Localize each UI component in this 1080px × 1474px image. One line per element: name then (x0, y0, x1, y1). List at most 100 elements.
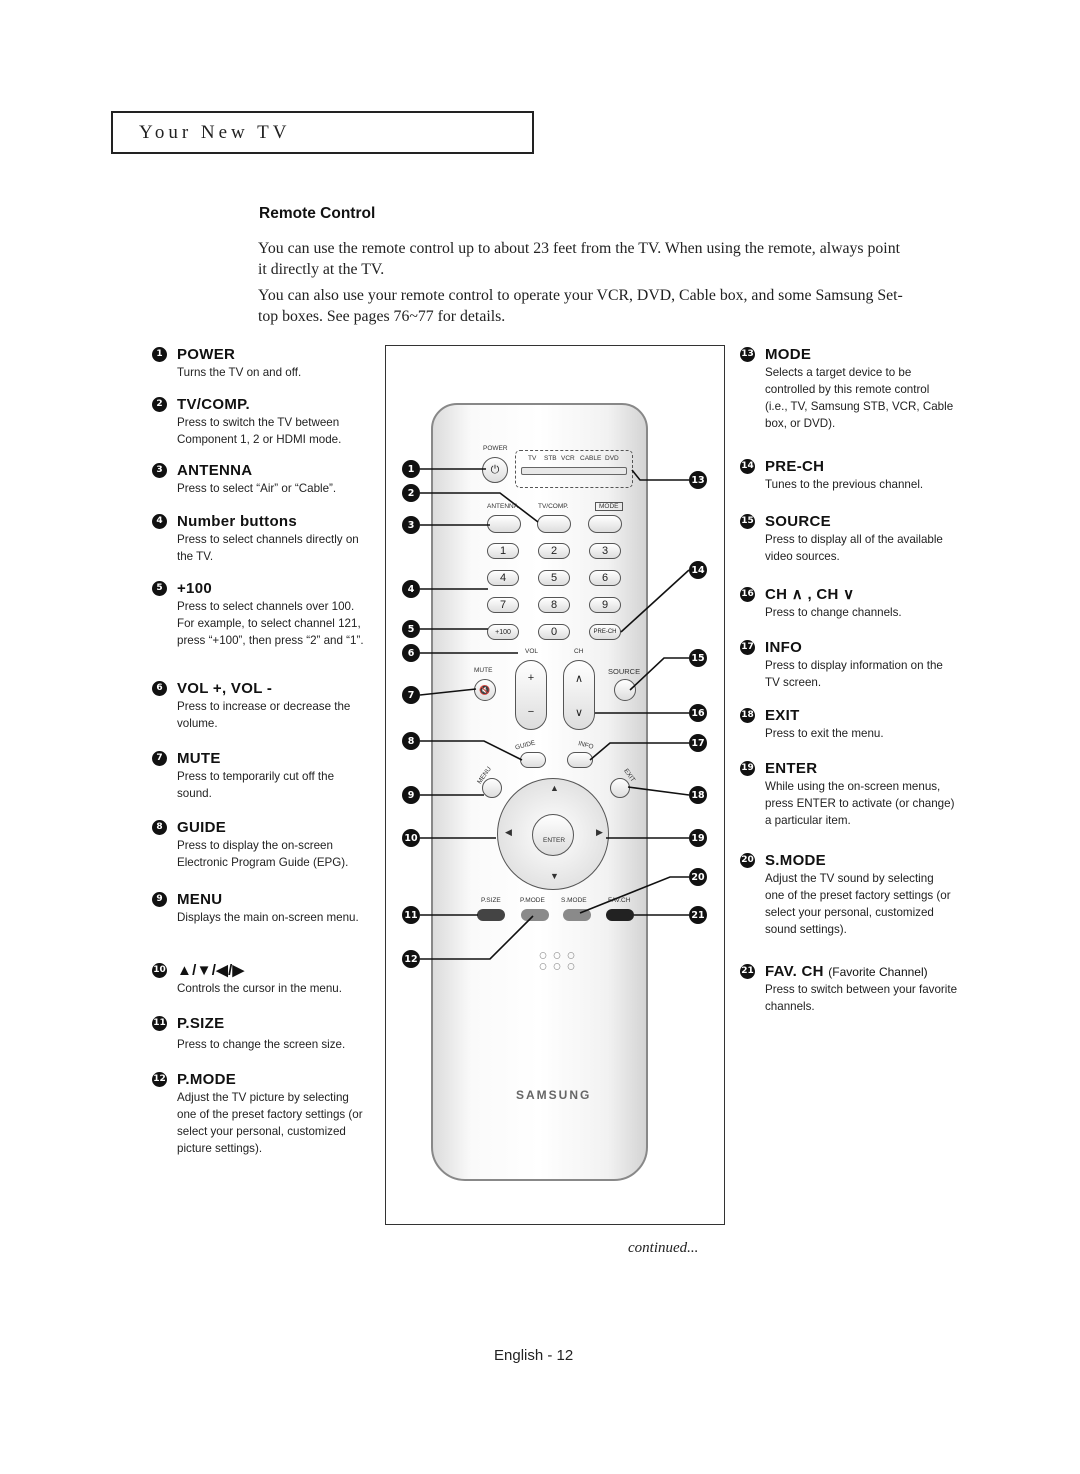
item-number: 10 (152, 962, 167, 978)
mute-button: 🔇 (474, 679, 496, 701)
item-number: 2 (152, 396, 167, 412)
digit-9-button: 9 (589, 597, 621, 613)
item-title: VOL +, VOL - (177, 679, 273, 697)
item-title: ENTER (765, 759, 818, 777)
item-title: MENU (177, 890, 223, 908)
item-description: Press to change the screen size. (177, 1038, 346, 1051)
item-info: 17 INFO Press to display information on t… (740, 637, 955, 691)
pmode-button (521, 909, 549, 921)
item-title: MODE (765, 345, 812, 363)
item-arrows: 10▲/▼/◀/▶ Controls the cursor in the men… (152, 960, 367, 997)
item-description: While using the on-screen menus, press E… (765, 780, 955, 827)
mode-label-tv: TV (528, 455, 537, 462)
mute-label: MUTE (474, 667, 493, 674)
item-title: GUIDE (177, 818, 227, 836)
item-description: Press to select channels directly on the… (177, 533, 359, 563)
antenna-button (487, 515, 521, 533)
item-title: P.MODE (177, 1070, 237, 1088)
digit-0-button: 0 (538, 624, 570, 640)
callout-20: 20 (689, 868, 707, 886)
page-footer: English - 12 (494, 1347, 574, 1364)
item-number: 20 (740, 852, 755, 868)
item-description: Press to select “Air” or “Cable”. (177, 482, 337, 495)
mode-panel (515, 450, 633, 488)
intro-paragraph-1: You can use the remote control up to abo… (258, 240, 900, 278)
vol-up-icon: + (527, 672, 535, 684)
item-description: Press to display information on the TV s… (765, 659, 943, 689)
mode-label-vcr: VCR (561, 455, 575, 462)
item-number: 14 (740, 458, 755, 474)
mode-label-stb: STB (544, 455, 557, 462)
item-description: Press to select channels over 100. For e… (177, 600, 364, 647)
item-title: INFO (765, 638, 803, 656)
section-title: Remote Control (259, 205, 376, 222)
digit-4-button: 4 (487, 570, 519, 586)
callout-12: 12 (402, 950, 420, 968)
item-title: +100 (177, 579, 212, 597)
item-vol: 6 VOL +, VOL - Press to increase or decre… (152, 678, 367, 732)
vol-label: VOL (525, 648, 539, 655)
plus100-button: +100 (487, 624, 519, 640)
left-arrow-icon: ◀ (505, 827, 512, 837)
item-description: Press to switch between your favorite ch… (765, 983, 958, 1013)
smode-label: S.MODE (561, 897, 587, 904)
callout-15: 15 (689, 649, 707, 667)
item-number: 6 (152, 680, 167, 696)
callout-16: 16 (689, 704, 707, 722)
digit-1-button: 1 (487, 543, 519, 559)
item-description: Tunes to the previous channel. (765, 478, 924, 491)
power-label: POWER (483, 445, 508, 452)
psize-button (477, 909, 505, 921)
item-description: Press to switch the TV between Component… (177, 416, 342, 446)
antenna-label: ANTENNA (487, 503, 519, 510)
guide-button (520, 752, 546, 768)
item-description: Press to change channels. (765, 606, 902, 619)
item-number: 18 (740, 707, 755, 723)
item-description: Press to increase or decrease the volume… (177, 700, 351, 730)
down-arrow-icon: ▼ (550, 871, 559, 881)
ch-label: CH (574, 648, 584, 655)
item-number: 9 (152, 891, 167, 907)
callout-6: 6 (402, 644, 420, 662)
brand-logo: SAMSUNG (516, 1088, 592, 1102)
header-box: Your New TV (111, 111, 534, 154)
item-title-text: FAV. CH (765, 962, 824, 980)
mode-button (588, 515, 622, 533)
item-number-buttons: 4 Number buttons Press to select channels… (152, 511, 367, 565)
item-description: Adjust the TV picture by selecting one o… (177, 1091, 363, 1155)
digit-3-button: 3 (589, 543, 621, 559)
item-number: 11 (152, 1015, 167, 1031)
item-title: MUTE (177, 749, 221, 767)
item-title-note: (Favorite Channel) (828, 964, 928, 979)
item-title: P.SIZE (177, 1014, 225, 1032)
ch-down-icon: ∨ (574, 706, 584, 719)
item-title: S.MODE (765, 851, 826, 869)
callout-4: 4 (402, 580, 420, 598)
item-title: Number buttons (177, 512, 298, 530)
item-description: Controls the cursor in the menu. (177, 982, 342, 995)
vol-down-icon: − (527, 706, 535, 718)
speaker-dots (536, 950, 576, 972)
info-button (567, 752, 593, 768)
favch-label: FAV.CH (608, 897, 631, 904)
digit-8-button: 8 (538, 597, 570, 613)
item-number: 4 (152, 513, 167, 529)
callout-5: 5 (402, 620, 420, 638)
callout-17: 17 (689, 734, 707, 752)
item-number: 17 (740, 639, 755, 655)
item-number: 19 (740, 760, 755, 776)
mode-button-label: MODE (595, 502, 623, 511)
page-header-title: Your New TV (139, 122, 291, 143)
mode-label-dvd: DVD (605, 455, 619, 462)
callout-11: 11 (402, 906, 420, 924)
item-title: EXIT (765, 706, 800, 724)
prech-button: PRE-CH (589, 624, 621, 640)
item-number: 15 (740, 513, 755, 529)
item-number: 3 (152, 462, 167, 478)
